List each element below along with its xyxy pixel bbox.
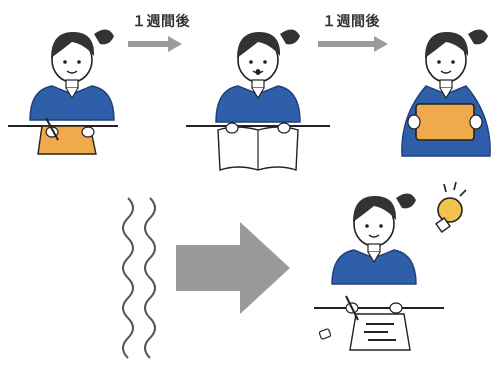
caption-step2: １週間後 (322, 13, 380, 30)
wavy-lines-icon (122, 197, 156, 359)
figure-writing-pad (8, 28, 118, 155)
figure-holding-tablet (401, 28, 491, 157)
caption-step1: １週間後 (132, 13, 190, 30)
big-right-arrow-icon (176, 222, 290, 314)
right-arrow-icon (318, 36, 388, 52)
right-arrow-icon (128, 36, 182, 52)
lightbulb-icon (435, 181, 467, 233)
figure-writing-idea (314, 192, 444, 351)
figure-reading-book (186, 28, 330, 171)
